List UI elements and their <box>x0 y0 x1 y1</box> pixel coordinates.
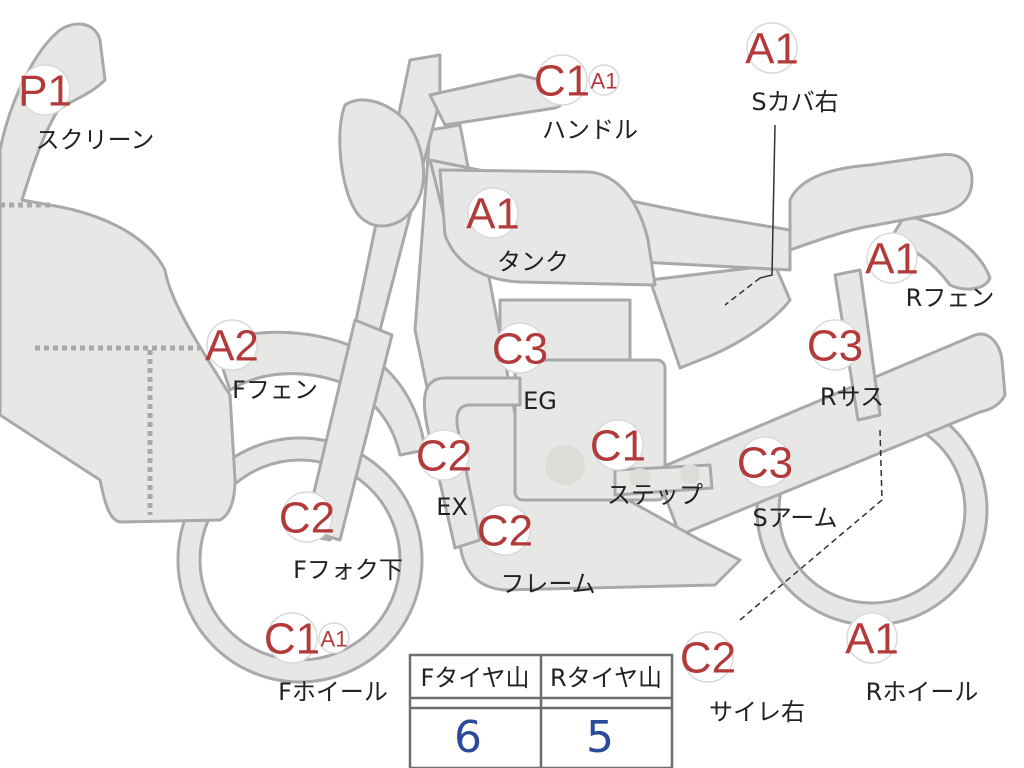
part-step: C1 ステップ <box>590 419 703 509</box>
part-label: Fフォク下 <box>293 556 403 584</box>
grade-code: C2 <box>477 507 533 556</box>
grade-code: C1 <box>264 615 320 664</box>
grade-badge-bg <box>592 419 644 471</box>
grade-code: C3 <box>807 322 863 371</box>
grade-badge-bg <box>846 612 898 664</box>
part-label: Rホイール <box>866 678 979 706</box>
grade-code: C2 <box>279 494 335 543</box>
muffler-leader-dash <box>739 429 883 621</box>
grade-code: A1 <box>865 235 919 284</box>
part-label: Fホイール <box>278 678 388 706</box>
screen-shape <box>0 22 237 524</box>
part-label: タンク <box>497 248 569 276</box>
grade-badge-bg <box>266 612 318 664</box>
front-tire-header: Fタイヤ山 <box>420 664 529 692</box>
scover-leader-line <box>759 124 776 279</box>
part-label: Rサス <box>820 383 884 411</box>
part-label: EG <box>523 387 557 415</box>
grade-code: A2 <box>205 322 259 371</box>
part-tank: A1 タンク <box>466 187 569 276</box>
grade-badge-bg <box>19 64 71 116</box>
part-label: フレーム <box>500 570 595 598</box>
rear-fender-shape <box>888 213 992 291</box>
grade-code: C1 <box>534 57 590 106</box>
grade-badge-bg <box>536 54 588 106</box>
scover-leader-dash <box>724 277 761 306</box>
headlight-shape <box>338 98 426 228</box>
grade-code: C3 <box>492 325 548 374</box>
grade-code: A1 <box>845 615 899 664</box>
exhaust-shape <box>422 376 522 550</box>
part-label: Sアーム <box>752 504 837 532</box>
part-label: Sカバ右 <box>751 88 838 116</box>
part-label: Fフェン <box>232 376 318 404</box>
part-muffler: C2 サイレ右 <box>680 631 805 726</box>
seat-shape <box>788 152 974 252</box>
grade-code: C2 <box>680 634 736 683</box>
part-label: ステップ <box>607 481 703 509</box>
grade-code: A1 <box>466 190 520 239</box>
grade-code: A1 <box>321 627 348 652</box>
grade-badge-bg <box>494 322 546 374</box>
frame-shape <box>413 123 742 592</box>
grade-badge-bg <box>318 622 350 654</box>
front-fork-lower-shape <box>303 318 394 542</box>
grade-badge-bg <box>809 319 861 371</box>
grade-code: C1 <box>590 422 646 471</box>
grade-code: P1 <box>18 67 72 116</box>
grade-code: C2 <box>416 432 472 481</box>
grade-code: C3 <box>737 439 793 488</box>
part-frame: C2 フレーム <box>477 504 596 598</box>
grade-badge-bg <box>739 436 791 488</box>
grade-badge-bg <box>206 319 258 371</box>
rear-tire-value: 5 <box>586 712 614 763</box>
grade-badge-bg <box>682 631 734 683</box>
front-tire-value: 6 <box>454 712 482 763</box>
part-label: EX <box>436 493 468 521</box>
part-label: スクリーン <box>36 126 155 154</box>
part-label: サイレ右 <box>709 698 805 726</box>
tire-tread-table: Fタイヤ山 Rタイヤ山 6 5 <box>408 653 674 768</box>
part-label: ハンドル <box>542 116 638 144</box>
side-cover-shape <box>648 263 792 370</box>
part-label: Rフェン <box>906 284 995 312</box>
grade-badge-bg <box>746 22 798 74</box>
swing-arm-shape <box>653 332 1007 537</box>
grade-badge-bg <box>866 232 918 284</box>
grade-badge-bg <box>467 187 519 239</box>
grade-code: A1 <box>591 69 618 94</box>
rear-tire-header: Rタイヤ山 <box>550 664 662 692</box>
front-wheel-shape <box>176 436 424 684</box>
grade-badge-bg <box>588 64 620 96</box>
grade-badge-bg <box>418 429 470 481</box>
part-screen: P1 スクリーン <box>18 64 155 154</box>
grade-badge-bg <box>479 504 531 556</box>
grade-code: A1 <box>745 25 799 74</box>
grade-badge-bg <box>281 491 333 543</box>
